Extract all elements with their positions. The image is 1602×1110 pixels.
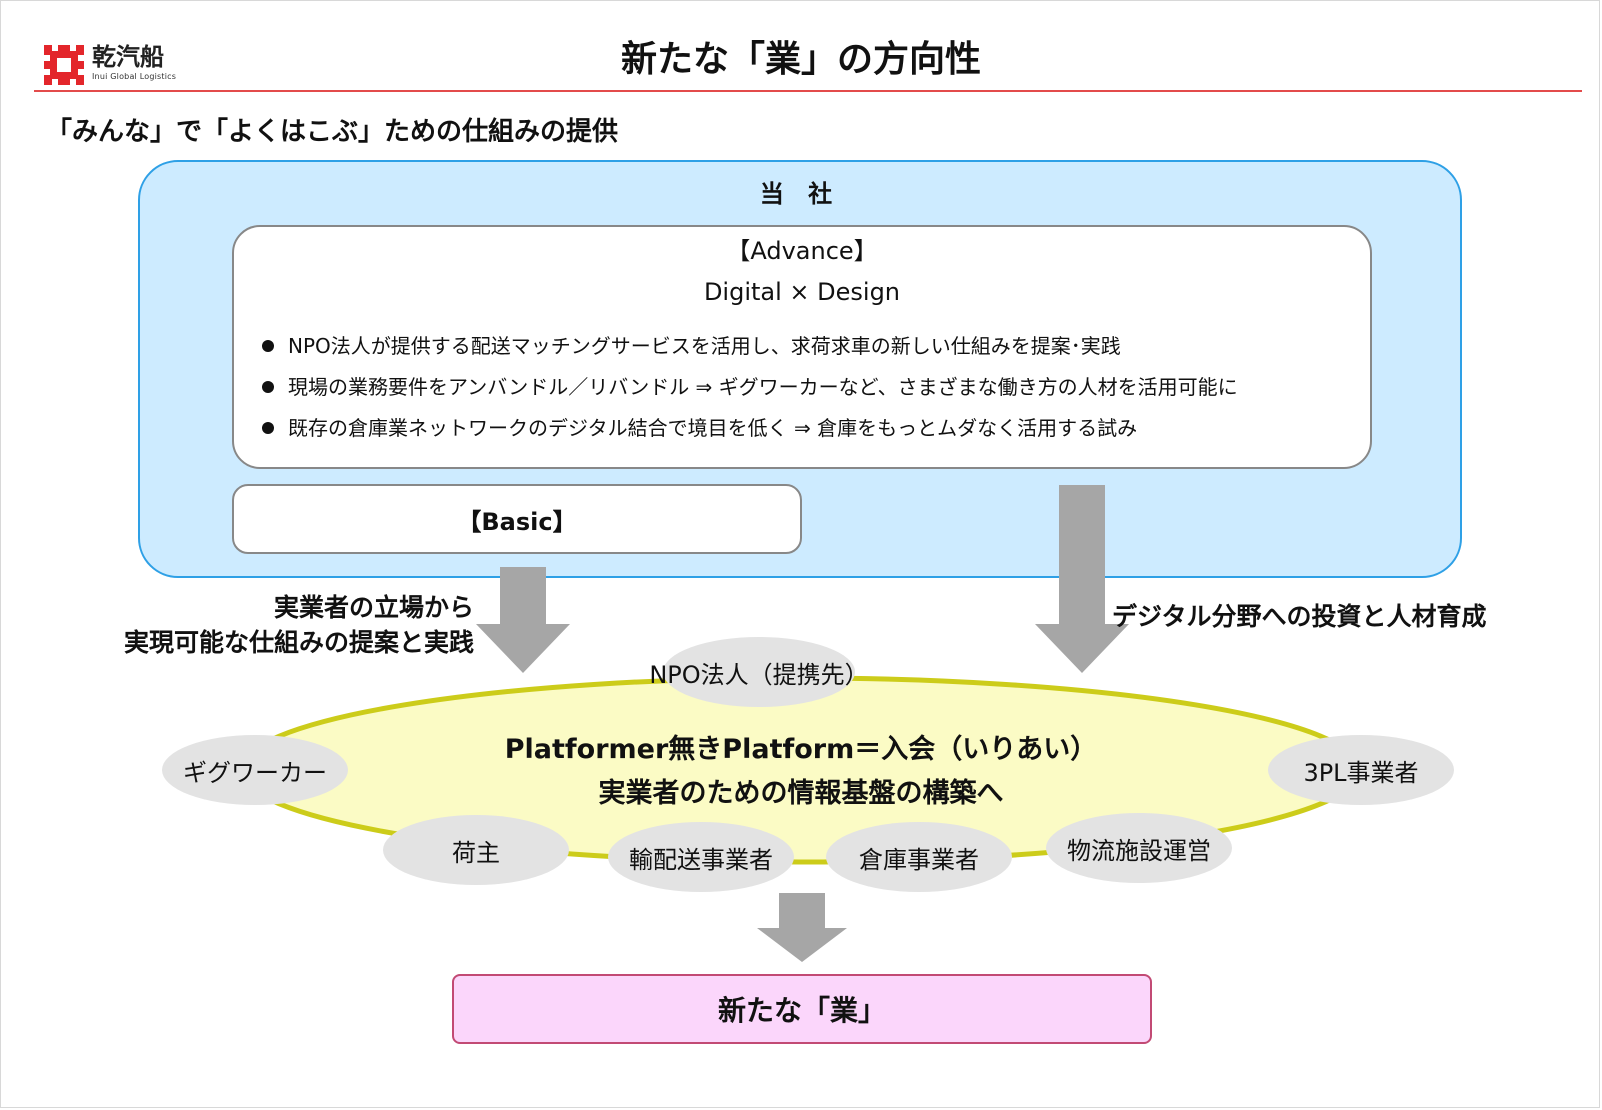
advance-bullet: NPO法人が提供する配送マッチングサービスを活用し、求荷求車の新しい仕組みを提案… bbox=[262, 326, 1362, 367]
advance-box bbox=[232, 225, 1372, 469]
result-title: 新たな「業」 bbox=[717, 994, 886, 1027]
participant-3pl: 3PL事業者 bbox=[1268, 735, 1454, 805]
arrow-down-left-icon bbox=[476, 567, 570, 673]
logo-name: 乾汽船 bbox=[92, 43, 164, 71]
title-underline bbox=[34, 90, 1582, 92]
participant-shipper: 荷主 bbox=[383, 815, 569, 885]
advance-title: 【Advance】 bbox=[726, 237, 878, 265]
participant-transport: 輸配送事業者 bbox=[608, 822, 794, 892]
participant-gig-worker: ギグワーカー bbox=[162, 735, 348, 805]
platform-title: Platformer無きPlatform＝入会（いりあい） bbox=[504, 734, 1098, 765]
basic-box: 【Basic】 bbox=[232, 484, 802, 554]
advance-subtitle: Digital × Design bbox=[703, 278, 901, 306]
advance-bullet-text: NPO法人が提供する配送マッチングサービスを活用し、求荷求車の新しい仕組みを提案… bbox=[288, 334, 1121, 358]
platform-text: Platformer無きPlatform＝入会（いりあい） 実業者のための情報基… bbox=[0, 728, 1602, 816]
advance-bullet-list: NPO法人が提供する配送マッチングサービスを活用し、求荷求車の新しい仕組みを提案… bbox=[262, 326, 1362, 449]
basic-arrow-label: 実業者の立場から 実現可能な仕組みの提案と実践 bbox=[40, 590, 474, 660]
participant-facility: 物流施設運営 bbox=[1046, 813, 1232, 883]
arrow-down-result-icon bbox=[757, 893, 847, 962]
basic-arrow-label-line: 実業者の立場から bbox=[273, 593, 474, 622]
basic-title: 【Basic】 bbox=[457, 507, 577, 536]
basic-arrow-label-line: 実現可能な仕組みの提案と実践 bbox=[123, 628, 474, 657]
bullet-dot-icon bbox=[262, 339, 274, 352]
inui-logo-icon bbox=[44, 45, 84, 85]
participant-warehouse: 倉庫事業者 bbox=[826, 822, 1012, 892]
advance-bullet-text: 既存の倉庫業ネットワークのデジタル結合で境目を低く ⇒ 倉庫をもっとムダなく活用… bbox=[288, 416, 1138, 440]
advance-bullet: 現場の業務要件をアンバンドル／リバンドル ⇒ ギグワーカーなど、さまざまな働き方… bbox=[262, 367, 1362, 408]
bullet-dot-icon bbox=[262, 421, 274, 434]
participant-npo: NPO法人（提携先） bbox=[649, 637, 869, 707]
logo-subtitle: Inui Global Logistics bbox=[92, 72, 177, 81]
advance-bullet-text: 現場の業務要件をアンバンドル／リバンドル ⇒ ギグワーカーなど、さまざまな働き方… bbox=[288, 375, 1238, 399]
arrow-down-right-icon bbox=[1035, 485, 1129, 673]
company-label: 当 社 bbox=[759, 180, 841, 208]
page-subtitle: 「みんな」で「よくはこぶ」ための仕組みの提供 bbox=[46, 117, 619, 147]
result-box: 新たな「業」 bbox=[452, 974, 1152, 1044]
advance-bullet: 既存の倉庫業ネットワークのデジタル結合で境目を低く ⇒ 倉庫をもっとムダなく活用… bbox=[262, 408, 1362, 449]
advance-arrow-label: デジタル分野への投資と人材育成 bbox=[1112, 602, 1487, 631]
platform-subtitle: 実業者のための情報基盤の構築へ bbox=[598, 778, 1004, 809]
page-title: 新たな「業」の方向性 bbox=[620, 39, 981, 80]
bullet-dot-icon bbox=[262, 380, 274, 393]
